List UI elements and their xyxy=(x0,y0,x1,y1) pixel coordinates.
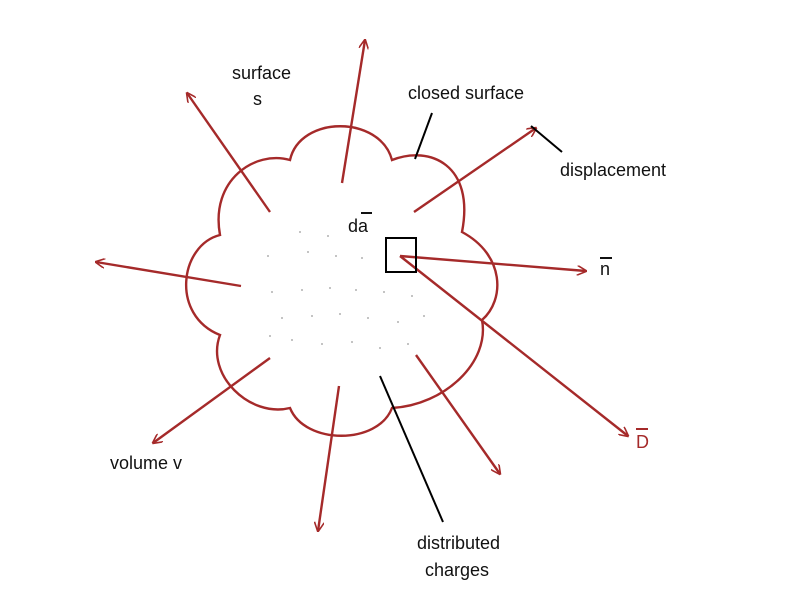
charge-dot xyxy=(311,315,313,317)
arrow-down-right xyxy=(415,354,500,474)
distributed-label-line2: charges xyxy=(425,560,489,580)
surface-label-line1: surface xyxy=(232,63,291,83)
arrow-up-left xyxy=(187,93,271,213)
distributed-label-line1: distributed xyxy=(417,533,500,553)
closed-surface-label: closed surface xyxy=(408,83,524,103)
field-arrows xyxy=(96,40,628,531)
charge-dot xyxy=(329,287,331,289)
charge-dot xyxy=(423,315,425,317)
distributed-charge-dots xyxy=(267,231,425,349)
displacement-d-arrow xyxy=(399,255,628,436)
d-vector-label: D xyxy=(636,432,649,452)
arrow-up-right xyxy=(413,128,536,213)
vector-bars xyxy=(361,212,648,430)
charge-dot xyxy=(351,341,353,343)
area-element-da-square xyxy=(385,237,417,273)
charge-dot xyxy=(291,339,293,341)
volume-label: volume v xyxy=(110,453,182,473)
charge-dot xyxy=(361,257,363,259)
charge-dot xyxy=(383,291,385,293)
leader-lines xyxy=(379,112,563,523)
closed-surface-leader xyxy=(414,112,433,160)
surface-label-line2: s xyxy=(253,89,262,109)
charge-dot xyxy=(267,255,269,257)
closed-surface-curve xyxy=(184,125,499,437)
arrow-up-center xyxy=(340,40,365,184)
da-label: da xyxy=(348,216,369,236)
n-label: n xyxy=(600,259,610,279)
normal-n-arrow xyxy=(399,254,586,271)
charge-dot xyxy=(411,295,413,297)
charge-dot xyxy=(335,255,337,257)
charge-dot xyxy=(355,289,357,291)
charge-dot xyxy=(339,313,341,315)
charge-dot xyxy=(397,321,399,323)
arrow-down-left xyxy=(153,357,271,443)
charge-dot xyxy=(379,347,381,349)
charge-dot xyxy=(407,343,409,345)
displacement-label: displacement xyxy=(560,160,666,180)
charges-leader xyxy=(379,375,444,523)
charge-dot xyxy=(271,291,273,293)
charge-dot xyxy=(299,231,301,233)
displacement-leader xyxy=(530,125,563,153)
charge-dot xyxy=(307,251,309,253)
charge-dot xyxy=(301,289,303,291)
arrow-down-center xyxy=(318,385,341,531)
charge-dot xyxy=(327,235,329,237)
charge-dot xyxy=(367,317,369,319)
charge-dot xyxy=(281,317,283,319)
charge-dot xyxy=(269,335,271,337)
charge-dot xyxy=(321,343,323,345)
arrow-left xyxy=(96,262,242,288)
